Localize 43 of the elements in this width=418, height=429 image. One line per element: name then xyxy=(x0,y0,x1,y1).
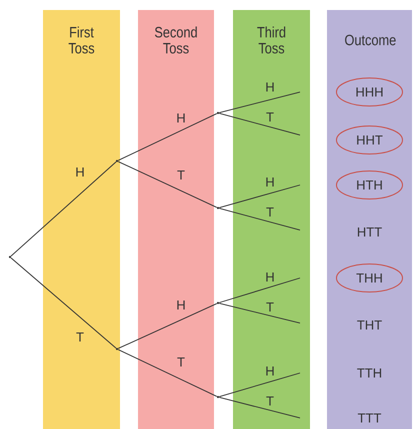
edge-label: H xyxy=(177,114,185,122)
branch-line xyxy=(218,112,300,136)
branch-point xyxy=(116,160,118,162)
branch-line xyxy=(118,349,218,397)
edge-label: T xyxy=(177,358,185,366)
outcome-oval: HTH xyxy=(336,170,403,200)
branch-point xyxy=(216,302,220,304)
branch-point xyxy=(216,396,220,398)
branch-line xyxy=(218,208,300,230)
branch-point xyxy=(216,206,220,210)
branch-point xyxy=(216,112,220,114)
edge-label: T xyxy=(177,170,185,180)
branch-line xyxy=(218,396,300,418)
edge-label: H xyxy=(266,178,274,186)
outcome-oval: THH xyxy=(336,264,403,292)
branch-line xyxy=(118,303,218,349)
branch-line xyxy=(10,257,116,349)
edge-label: T xyxy=(266,302,274,312)
edge-label: T xyxy=(266,208,274,216)
edge-label: H xyxy=(177,300,185,310)
edge-label: H xyxy=(266,366,274,376)
branch-line xyxy=(118,113,218,161)
branch-line xyxy=(10,161,116,257)
outcome-oval: HHH xyxy=(336,78,403,106)
outcome-text: TTH xyxy=(357,368,382,378)
edge-label: H xyxy=(76,168,84,176)
outcome-oval: HHT xyxy=(336,126,403,154)
branch-point xyxy=(8,256,12,258)
edge-label: T xyxy=(266,112,274,122)
outcome-text: HTT xyxy=(358,228,382,236)
edge-label: H xyxy=(266,82,274,92)
outcome-text: TTT xyxy=(358,414,382,422)
branch-line xyxy=(218,372,300,398)
edge-label: T xyxy=(76,332,84,342)
branch-line xyxy=(218,302,300,324)
edge-label: T xyxy=(266,396,274,406)
branch-line xyxy=(218,184,300,208)
outcome-text: THT xyxy=(357,320,382,330)
branch-line xyxy=(118,161,218,208)
edge-label: H xyxy=(266,272,274,282)
branch-line xyxy=(218,278,300,304)
branch-point xyxy=(116,348,118,350)
branch-line xyxy=(218,92,300,114)
